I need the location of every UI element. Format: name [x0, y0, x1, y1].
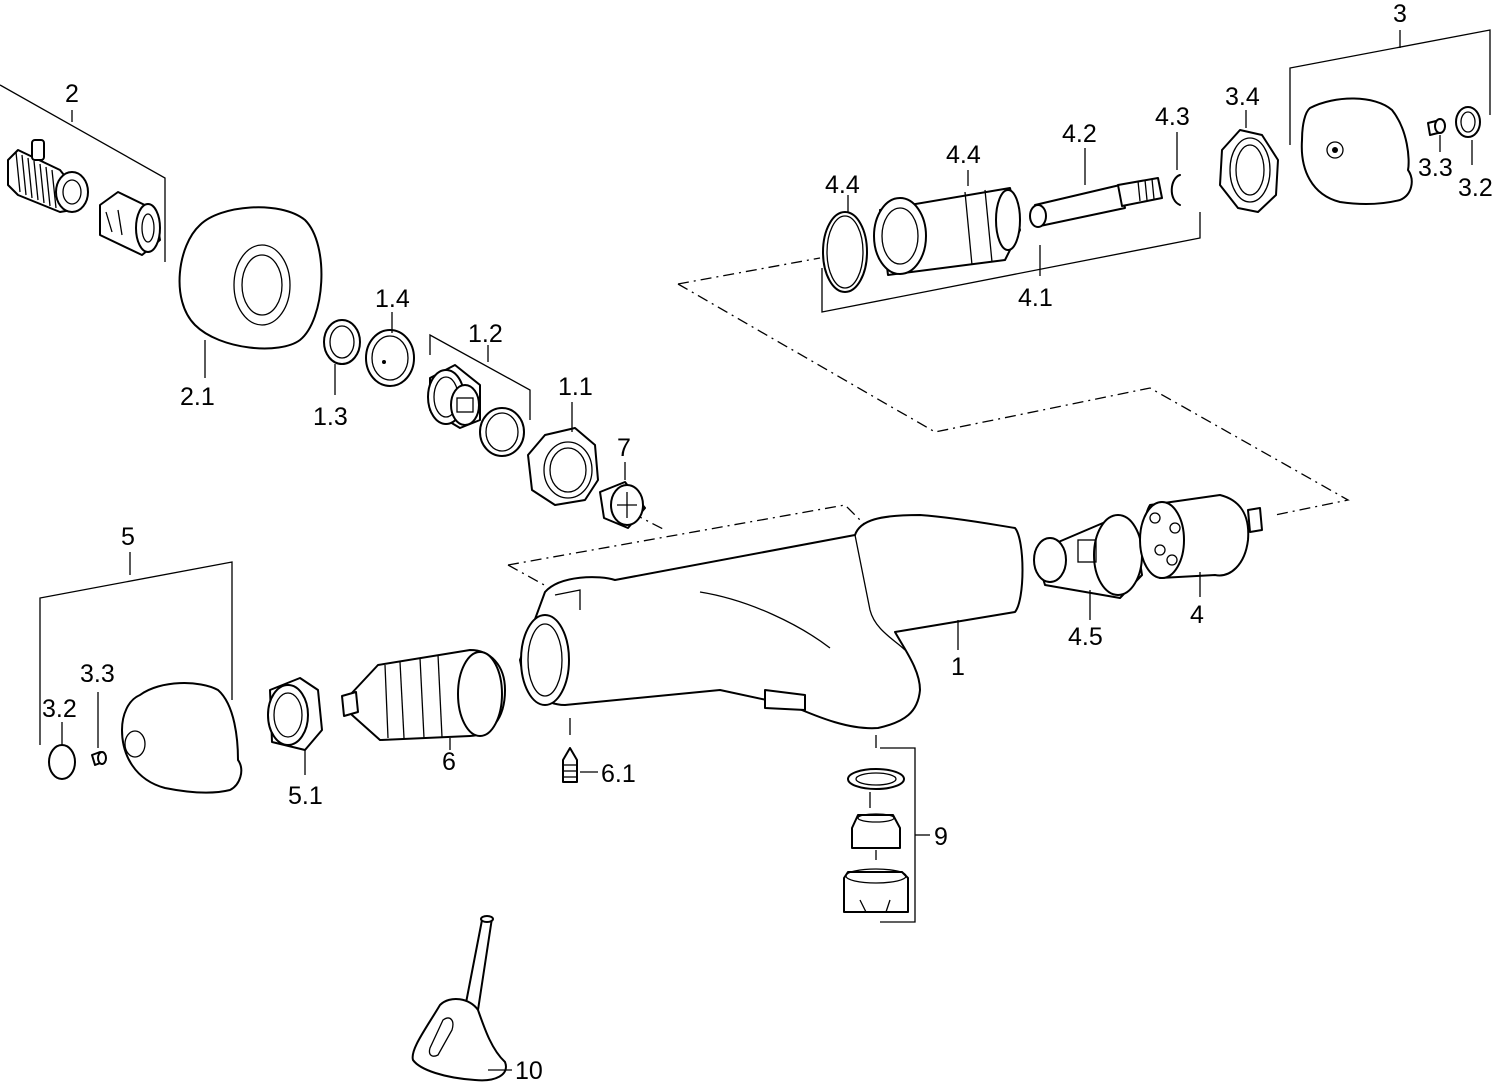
- label-1-3: 1.3: [313, 403, 348, 431]
- part-3-bracket: [1289, 29, 1491, 145]
- part-4-cartridge: [1139, 494, 1263, 597]
- part-9-aerator-group: [843, 735, 930, 923]
- label-4-5: 4.5: [1068, 623, 1103, 651]
- part-2-connector-group: [0, 84, 166, 262]
- part-4-2-spindle: [1029, 148, 1163, 228]
- label-4-2: 4.2: [1062, 120, 1097, 148]
- part-4-1-bracket: [821, 212, 1201, 313]
- part-4-3-circlip: [1170, 132, 1181, 206]
- label-1: 1: [951, 653, 965, 681]
- part-1-3-ring: [323, 319, 361, 395]
- label-3-2-bottom: 3.2: [42, 695, 77, 723]
- label-5: 5: [121, 523, 135, 551]
- part-7-check-valve: [599, 462, 646, 529]
- label-5-1: 5.1: [288, 782, 323, 810]
- label-4-4-right: 4.4: [946, 141, 981, 169]
- label-3-2-top: 3.2: [1458, 174, 1493, 202]
- part-4-4-sleeve: [873, 170, 1021, 276]
- part-3-handle: [1300, 97, 1413, 206]
- label-4-1: 4.1: [1018, 284, 1053, 312]
- label-1-2: 1.2: [468, 320, 503, 348]
- part-1-4-disc: [365, 312, 415, 387]
- part-1-mixer-body: [519, 514, 1024, 730]
- part-3-4-nut: [1219, 110, 1279, 213]
- label-6-1: 6.1: [601, 760, 636, 788]
- part-2-1-rosette: [178, 206, 323, 378]
- label-1-4: 1.4: [375, 285, 410, 313]
- label-3-4: 3.4: [1225, 83, 1260, 111]
- part-5-handle: [121, 682, 243, 794]
- label-3-3-bottom: 3.3: [80, 660, 115, 688]
- label-4: 4: [1190, 601, 1204, 629]
- part-1-2-group: [427, 333, 531, 457]
- label-4-3: 4.3: [1155, 103, 1190, 131]
- part-3-3-screw-top: [1427, 118, 1446, 152]
- part-5-1-adapter: [267, 677, 323, 775]
- part-6-thermo-cartridge: [341, 649, 506, 750]
- part-5-bracket: [39, 552, 233, 745]
- label-4-4-left: 4.4: [825, 171, 860, 199]
- part-4-4-o-ring: [822, 195, 868, 293]
- label-3: 3: [1393, 0, 1407, 28]
- label-6: 6: [442, 748, 456, 776]
- label-9: 9: [934, 823, 948, 851]
- label-2-1: 2.1: [180, 383, 215, 411]
- part-3-2-cap-top: [1455, 106, 1481, 165]
- part-3-3-screw-bottom: [91, 692, 107, 766]
- label-2: 2: [65, 80, 79, 108]
- part-10-key-tool: [411, 915, 512, 1082]
- part-3-2-cap-bottom: [48, 722, 76, 780]
- label-1-1: 1.1: [558, 373, 593, 401]
- part-4-5-diverter: [1033, 514, 1143, 620]
- callout-labels: 2 2.1 1.3 1.4 1.2 1.1 7 4.4 4.4 4.2 4.3 …: [42, 0, 1493, 1085]
- part-6-1-grub-screw: [562, 718, 598, 783]
- label-3-3-top: 3.3: [1418, 154, 1453, 182]
- part-1-1-nut: [527, 402, 599, 506]
- label-7: 7: [617, 434, 631, 462]
- label-10: 10: [515, 1057, 543, 1085]
